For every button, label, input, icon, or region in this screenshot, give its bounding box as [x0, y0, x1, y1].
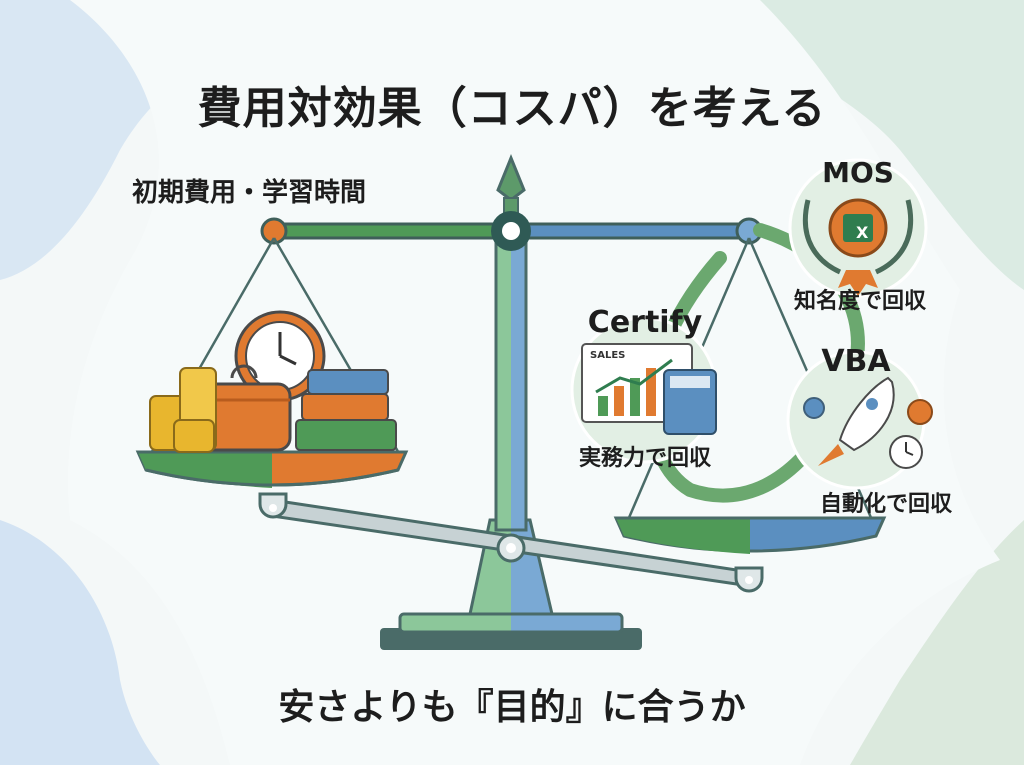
certify-note: 実務力で回収: [578, 446, 711, 471]
footer-message: 安さよりも『目的』に合うか: [278, 687, 746, 728]
certify-badge: [570, 316, 718, 464]
books-icon: [295, 369, 397, 451]
clock-icon: [889, 435, 923, 469]
cost-items: [149, 310, 397, 453]
vba-name: VBA: [821, 344, 891, 379]
vba-badge: [786, 350, 933, 490]
vba-note: 自動化で回収: [819, 492, 952, 517]
coins-icon: [149, 367, 217, 453]
scale-beam: [260, 211, 763, 251]
cost-label: 初期費用・学習時間: [132, 178, 367, 208]
excel-letter: X: [856, 223, 869, 242]
rocket-icon: [818, 376, 895, 466]
mos-name: MOS: [822, 156, 894, 189]
wallet-icon: [198, 364, 292, 452]
chart-label: SALES: [590, 350, 625, 361]
mos-note: 知名度で回収: [793, 289, 926, 314]
mos-badge: [788, 158, 928, 298]
certify-name: Certify: [587, 305, 703, 340]
gear-icon: [907, 399, 933, 425]
gear-icon: [803, 397, 825, 419]
page-title: 費用対効果（コスパ）を考える: [197, 83, 827, 134]
lower-beam: [258, 492, 764, 593]
